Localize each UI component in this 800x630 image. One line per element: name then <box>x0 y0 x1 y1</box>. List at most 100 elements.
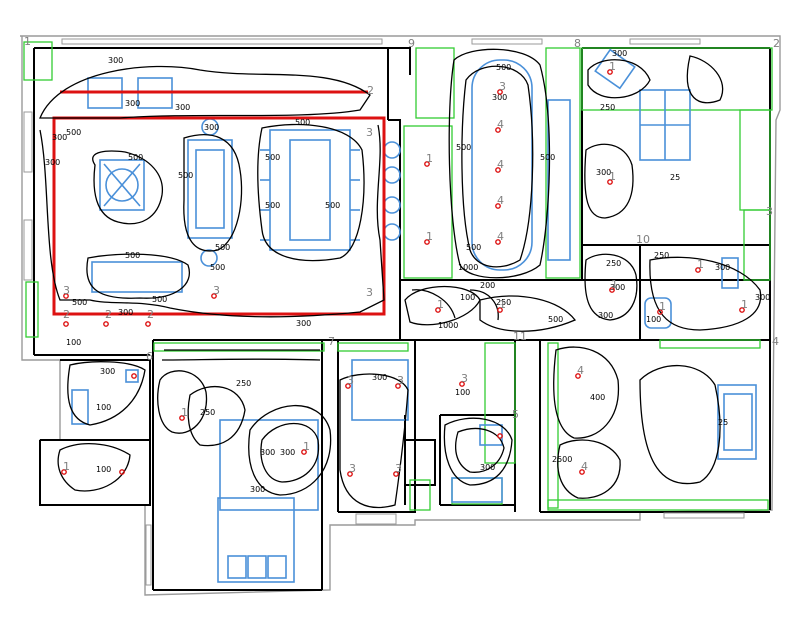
contour-label: 100 <box>96 403 111 412</box>
point-label: 4 <box>497 230 504 243</box>
cabinets <box>23 41 773 511</box>
point-label: 1 <box>426 230 433 243</box>
point-label: 1 <box>741 298 748 311</box>
contour-label: 300 <box>125 99 140 108</box>
room-number: 3 <box>366 126 373 139</box>
contour-label: 300 <box>480 463 495 472</box>
contour-label: 500 <box>456 143 471 152</box>
highlight-zone <box>52 90 386 316</box>
point-label: 2 <box>63 308 70 321</box>
contour-label: 500 <box>210 263 225 272</box>
point-label: 1 <box>181 406 188 419</box>
contour-label: 500 <box>152 295 167 304</box>
contour-label: 300 <box>596 168 611 177</box>
point-label: 1 <box>426 152 433 165</box>
contour-label: 250 <box>600 103 615 112</box>
point-label: 3 <box>397 374 404 387</box>
contour-label: 250 <box>654 251 669 260</box>
point-label: 3 <box>213 284 220 297</box>
contour-label: 1000 <box>458 263 478 272</box>
contour-label: 300 <box>45 158 60 167</box>
furniture <box>71 48 757 583</box>
contour-label: 300 <box>715 263 730 272</box>
contour-label: 500 <box>178 171 193 180</box>
contour-label: 500 <box>540 153 555 162</box>
contour-label: 400 <box>590 393 605 402</box>
room-number: 11 <box>513 330 527 343</box>
contour-label: 300 <box>612 49 627 58</box>
point-label: 4 <box>497 158 504 171</box>
room-number: 9 <box>408 37 415 50</box>
room-number: 6 <box>146 350 153 363</box>
point-label: 1 <box>499 298 506 311</box>
contour-lines <box>39 48 762 509</box>
contour-label: 100 <box>96 465 111 474</box>
contour-label: 300 <box>175 103 190 112</box>
room-number: 1 <box>24 35 31 48</box>
measurement-points <box>61 69 745 477</box>
contour-label: 200 <box>480 281 495 290</box>
contour-label: 100 <box>66 338 81 347</box>
point-label: 1 <box>697 258 704 271</box>
windows <box>23 38 745 586</box>
contour-label: 100 <box>460 293 475 302</box>
contour-label: 500 <box>466 243 481 252</box>
point-label: 3 <box>63 284 70 297</box>
contour-label: 300 <box>372 373 387 382</box>
room-number: 2 <box>773 37 780 50</box>
contour-label: 300 <box>610 283 625 292</box>
contour-label: 250 <box>200 408 215 417</box>
contour-label: 300 <box>118 308 133 317</box>
contour-label: 100 <box>455 388 470 397</box>
contour-label: 250 <box>606 259 621 268</box>
contour-label: 250 <box>496 298 511 307</box>
point-label: 1 <box>659 300 666 313</box>
point-label: 4 <box>577 364 584 377</box>
contour-label: 300 <box>204 123 219 132</box>
point-label: 1 <box>63 460 70 473</box>
contour-label: 500 <box>215 243 230 252</box>
contour-label: 300 <box>598 311 613 320</box>
point-label: 1 <box>303 440 310 453</box>
contour-label: 500 <box>325 201 340 210</box>
contour-label: 2500 <box>552 455 572 464</box>
point-label: 3 <box>366 286 373 299</box>
contour-label: 300 <box>100 367 115 376</box>
point-label: 3 <box>499 80 506 93</box>
room-number: 7 <box>328 335 335 348</box>
contour-label: 500 <box>295 118 310 127</box>
contour-label: 500 <box>548 315 563 324</box>
contour-label: 25 <box>718 418 728 427</box>
point-label: 1 <box>611 278 618 291</box>
room-numbers: 1 2 2 3 3 4 5 6 7 8 9 10 11 <box>24 35 780 421</box>
point-label: 3 <box>461 372 468 385</box>
point-label: 1 <box>609 60 616 73</box>
contour-label: 300 <box>108 56 123 65</box>
contour-labels: 300 500 300 500 300 300 500 500 500 500 … <box>45 49 770 494</box>
contour-label: 500 <box>128 153 143 162</box>
contour-label: 300 <box>52 133 67 142</box>
point-label: 2 <box>105 308 112 321</box>
point-label: 4 <box>581 460 588 473</box>
contour-label: 25 <box>670 173 680 182</box>
point-label: 4 <box>497 118 504 131</box>
contour-label: 500 <box>496 63 511 72</box>
contour-label: 500 <box>66 128 81 137</box>
room-number: 4 <box>772 335 779 348</box>
point-labels: 1 1 1 1 1 1 1 1 1 1 1 1 1 2 2 2 3 3 3 3 … <box>63 60 748 475</box>
room-number: 2 <box>367 84 374 97</box>
room-number: 5 <box>512 408 519 421</box>
contour-label: 300 <box>250 485 265 494</box>
point-label: 3 <box>347 374 354 387</box>
contour-label: 500 <box>125 251 140 260</box>
contour-label: 500 <box>265 201 280 210</box>
point-label: 3 <box>349 462 356 475</box>
contour-label: 250 <box>236 379 251 388</box>
point-label: 2 <box>147 308 154 321</box>
point-label: 3 <box>395 462 402 475</box>
contour-label: 100 <box>646 315 661 324</box>
contour-label: 500 <box>72 298 87 307</box>
contour-label: 300 <box>755 293 770 302</box>
room-number: 8 <box>574 37 581 50</box>
